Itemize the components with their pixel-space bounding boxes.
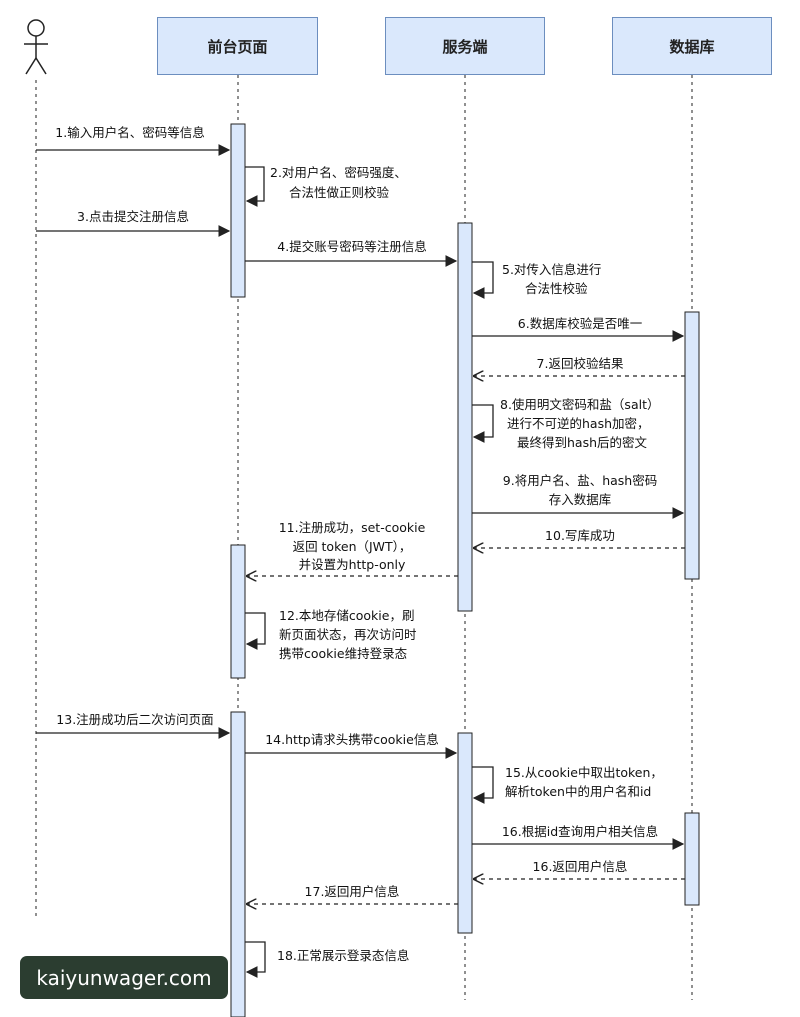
message-16-response: 16.返回用户信息 <box>532 859 628 874</box>
self-arrow-5 <box>472 261 494 299</box>
frontend-activation-1 <box>230 123 246 298</box>
message-5-line-2: 合法性校验 <box>525 281 588 296</box>
server-activation-2 <box>457 732 473 934</box>
self-arrow-12 <box>245 612 266 650</box>
message-13: 13.注册成功后二次访问页面 <box>56 712 214 727</box>
server-activation-1 <box>457 222 473 612</box>
message-11-line-3: 并设置为http-only <box>298 557 406 572</box>
message-5-line-1: 5.对传入信息进行 <box>502 262 602 277</box>
self-arrow-2 <box>245 166 265 207</box>
message-6: 6.数据库校验是否唯一 <box>517 316 643 331</box>
participant-database: 数据库 <box>612 17 772 75</box>
message-9-line-2: 存入数据库 <box>548 492 612 507</box>
message-15-line-2: 解析token中的用户名和id <box>505 784 652 799</box>
message-7: 7.返回校验结果 <box>536 356 624 371</box>
message-15-line-1: 15.从cookie中取出token， <box>505 765 663 780</box>
watermark-badge: kaiyunwager.com <box>20 956 228 999</box>
participant-frontend: 前台页面 <box>157 17 318 75</box>
database-activation-2 <box>684 812 700 906</box>
message-14: 14.http请求头携带cookie信息 <box>265 732 439 747</box>
message-10: 10.写库成功 <box>545 528 615 543</box>
message-8-line-2: 进行不可逆的hash加密， <box>507 416 650 431</box>
frontend-activation-3 <box>230 711 246 1017</box>
participant-server: 服务端 <box>385 17 545 75</box>
self-arrow-15 <box>472 766 494 804</box>
message-4: 4.提交账号密码等注册信息 <box>277 239 427 254</box>
frontend-activation-2 <box>230 544 246 679</box>
message-12-line-1: 12.本地存储cookie，刷 <box>279 608 415 623</box>
message-18: 18.正常展示登录态信息 <box>277 948 410 963</box>
message-8-line-3: 最终得到hash后的密文 <box>517 435 648 450</box>
self-arrow-8 <box>472 404 494 443</box>
message-12-line-3: 携带cookie维持登录态 <box>279 646 408 661</box>
database-activation-1 <box>684 311 700 580</box>
message-11-line-1: 11.注册成功，set-cookie <box>278 520 426 535</box>
message-16-request: 16.根据id查询用户相关信息 <box>501 824 659 839</box>
message-17: 17.返回用户信息 <box>304 884 400 899</box>
message-9-line-1: 9.将用户名、盐、hash密码 <box>502 473 658 488</box>
self-arrow-18 <box>245 941 266 978</box>
message-2-line-2: 合法性做正则校验 <box>289 185 390 200</box>
message-12-line-2: 新页面状态，再次访问时 <box>279 627 417 642</box>
stick-figure-actor-icon <box>24 19 48 75</box>
message-1: 1.输入用户名、密码等信息 <box>55 125 205 140</box>
message-8-line-1: 8.使用明文密码和盐（salt） <box>500 397 660 412</box>
message-11-line-2: 返回 token（JWT）， <box>292 539 412 554</box>
message-3: 3.点击提交注册信息 <box>77 209 189 224</box>
message-2-line-1: 2.对用户名、密码强度、 <box>270 165 407 180</box>
